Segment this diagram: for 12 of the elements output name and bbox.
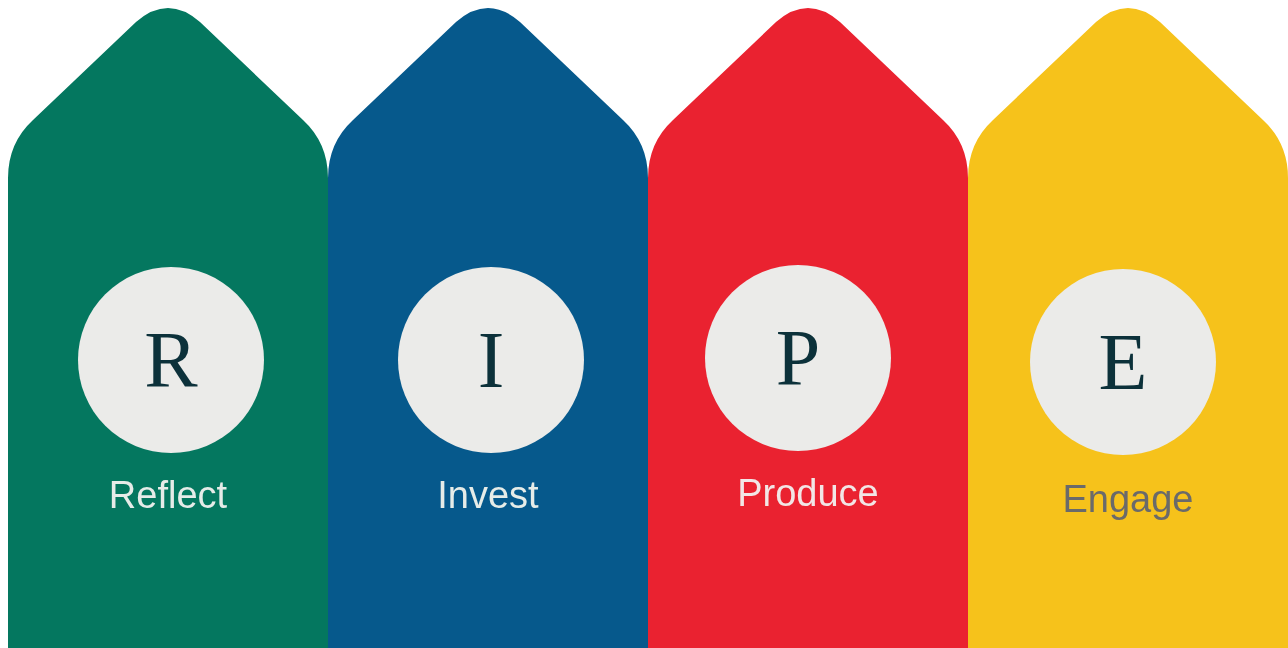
arrow-shape [8, 8, 328, 648]
stage-letter: R [144, 320, 198, 400]
stage-letter: I [477, 320, 505, 400]
arrow-shape [968, 8, 1288, 648]
stage-letter: P [775, 318, 821, 398]
stage-letter: E [1098, 322, 1148, 402]
stage-label: Produce [736, 474, 880, 512]
stage-label: Invest [436, 476, 540, 514]
arrow-shape [648, 8, 968, 648]
stage-label: Reflect [107, 476, 229, 514]
arrow-shape [328, 8, 648, 648]
stage-label: Engage [1061, 480, 1195, 518]
